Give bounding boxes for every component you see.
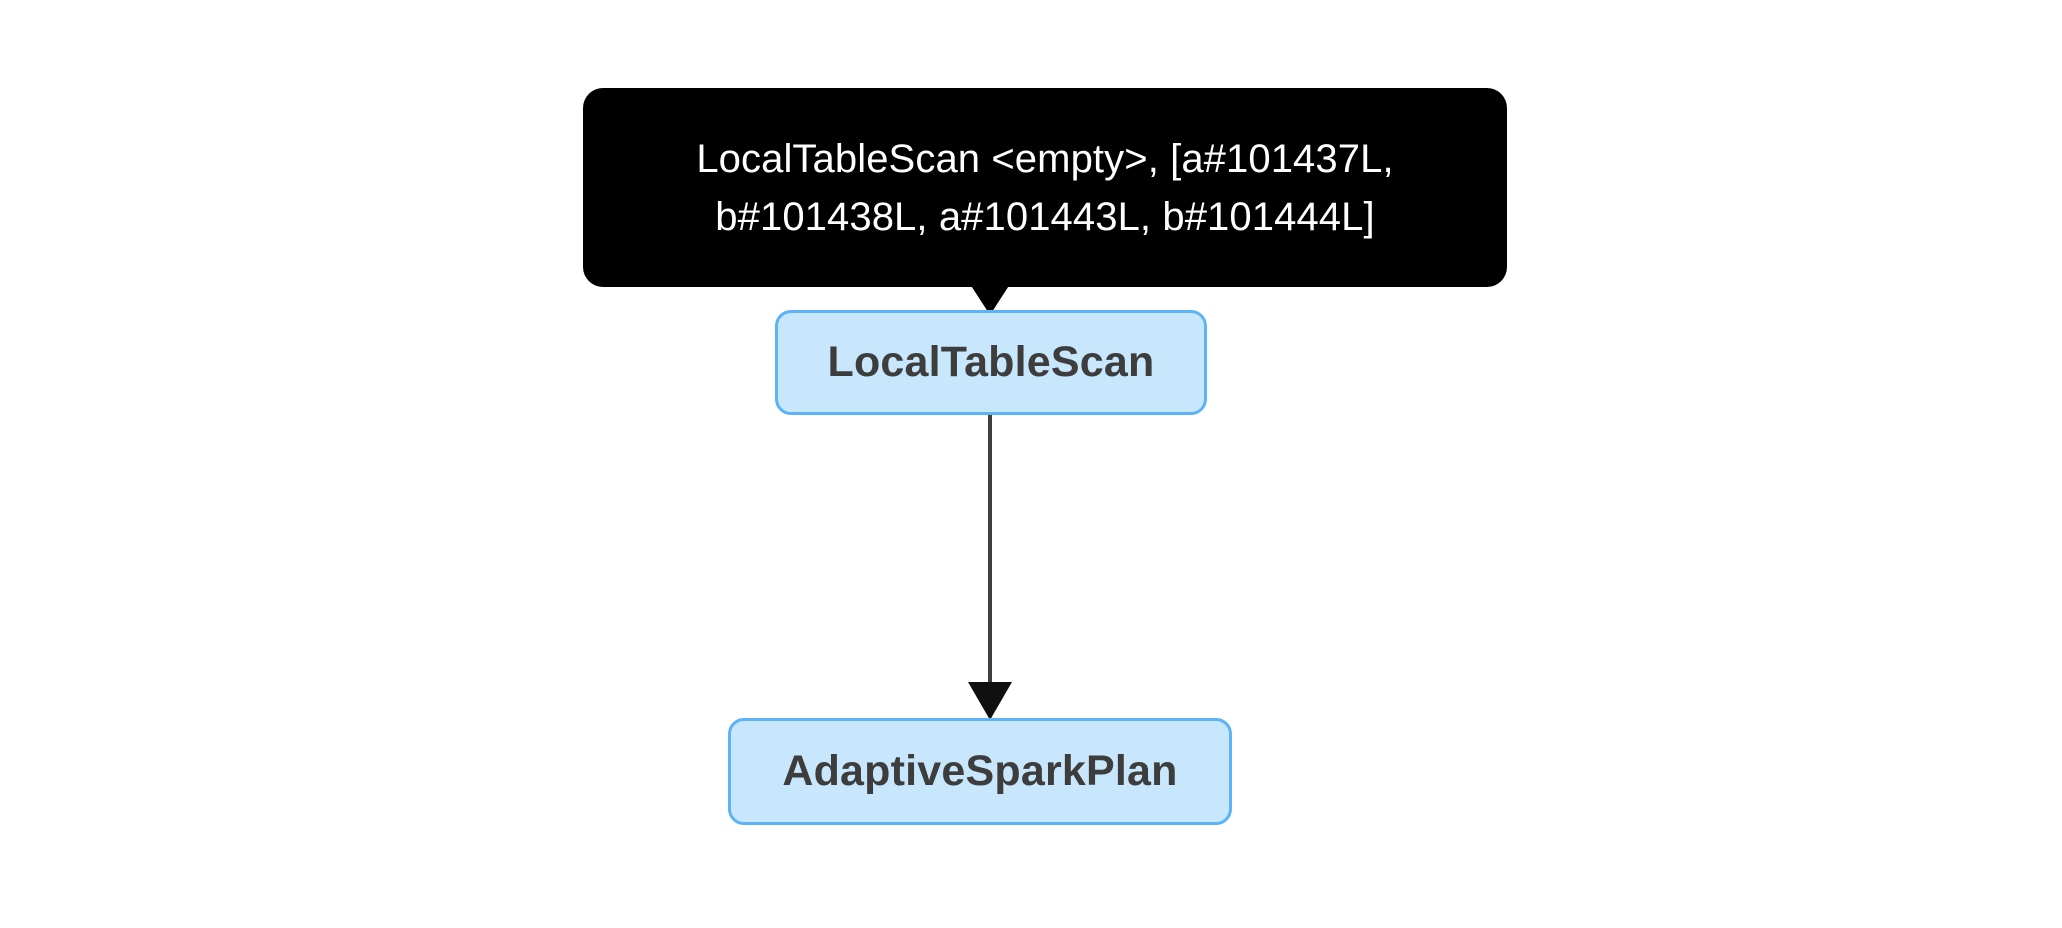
plan-node-localtablescan[interactable]: LocalTableScan	[775, 310, 1207, 415]
tooltip-text: LocalTableScan <empty>, [a#101437L, b#10…	[696, 136, 1394, 239]
plan-node-label: AdaptiveSparkPlan	[782, 747, 1178, 795]
node-detail-tooltip: LocalTableScan <empty>, [a#101437L, b#10…	[583, 88, 1507, 287]
tooltip-pointer-icon	[968, 281, 1012, 315]
edge-localtablescan-to-adaptivesparkplan	[988, 415, 992, 687]
plan-node-label: LocalTableScan	[827, 338, 1155, 386]
plan-node-adaptivesparkplan[interactable]: AdaptiveSparkPlan	[728, 718, 1232, 825]
edge-arrowhead-icon	[968, 682, 1012, 720]
